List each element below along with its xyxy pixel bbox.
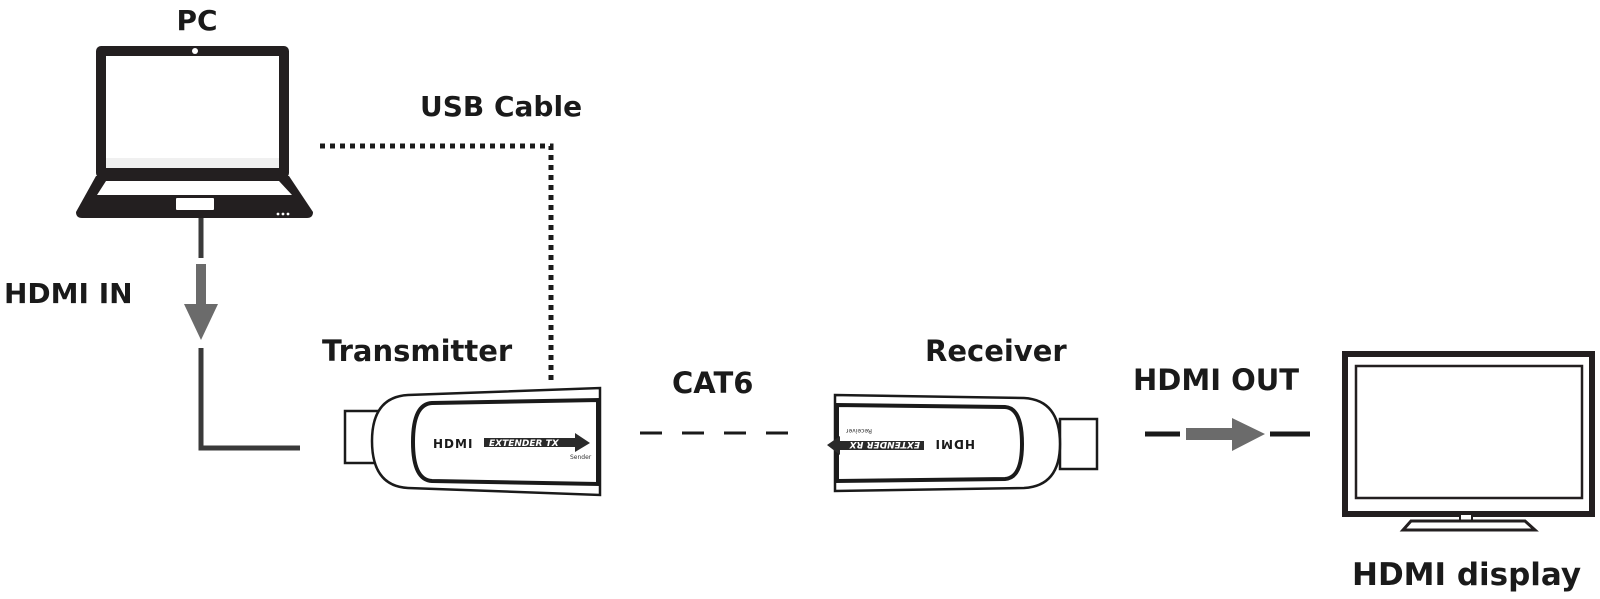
receiver-label: Receiver [925,334,1067,368]
laptop-icon [76,46,313,218]
rx-sub: Receiver [846,427,872,434]
usb-cable-line [320,143,554,382]
cat6-label: CAT6 [672,366,753,400]
hdmi-out-label: HDMI OUT [1133,363,1299,397]
rx-arrow-icon [827,436,924,455]
hdmi-display-label: HDMI display [1352,557,1581,593]
rx-hdmi-logo: HDMI [935,437,975,451]
tx-arrow-icon [484,433,590,452]
usb-cable-label: USB Cable [420,90,582,123]
monitor-icon [1342,351,1595,532]
hdmi-out-cable [1145,418,1310,451]
hdmi-in-cable [184,218,300,451]
tx-sub: Sender [570,454,592,461]
transmitter-label: Transmitter [322,334,513,368]
rx-banner: EXTENDER RX [848,439,920,449]
arrow-right-icon [1186,418,1265,451]
receiver-device: HDMI EXTENDER RX Receiver [827,393,1099,493]
transmitter-device: HDMI EXTENDER TX Sender [343,386,602,497]
tx-banner: EXTENDER TX [489,439,560,449]
pc-label: PC [176,4,217,37]
tx-hdmi-logo: HDMI [433,437,473,451]
hdmi-in-label: HDMI IN [4,277,133,310]
arrow-down-icon [184,264,218,340]
